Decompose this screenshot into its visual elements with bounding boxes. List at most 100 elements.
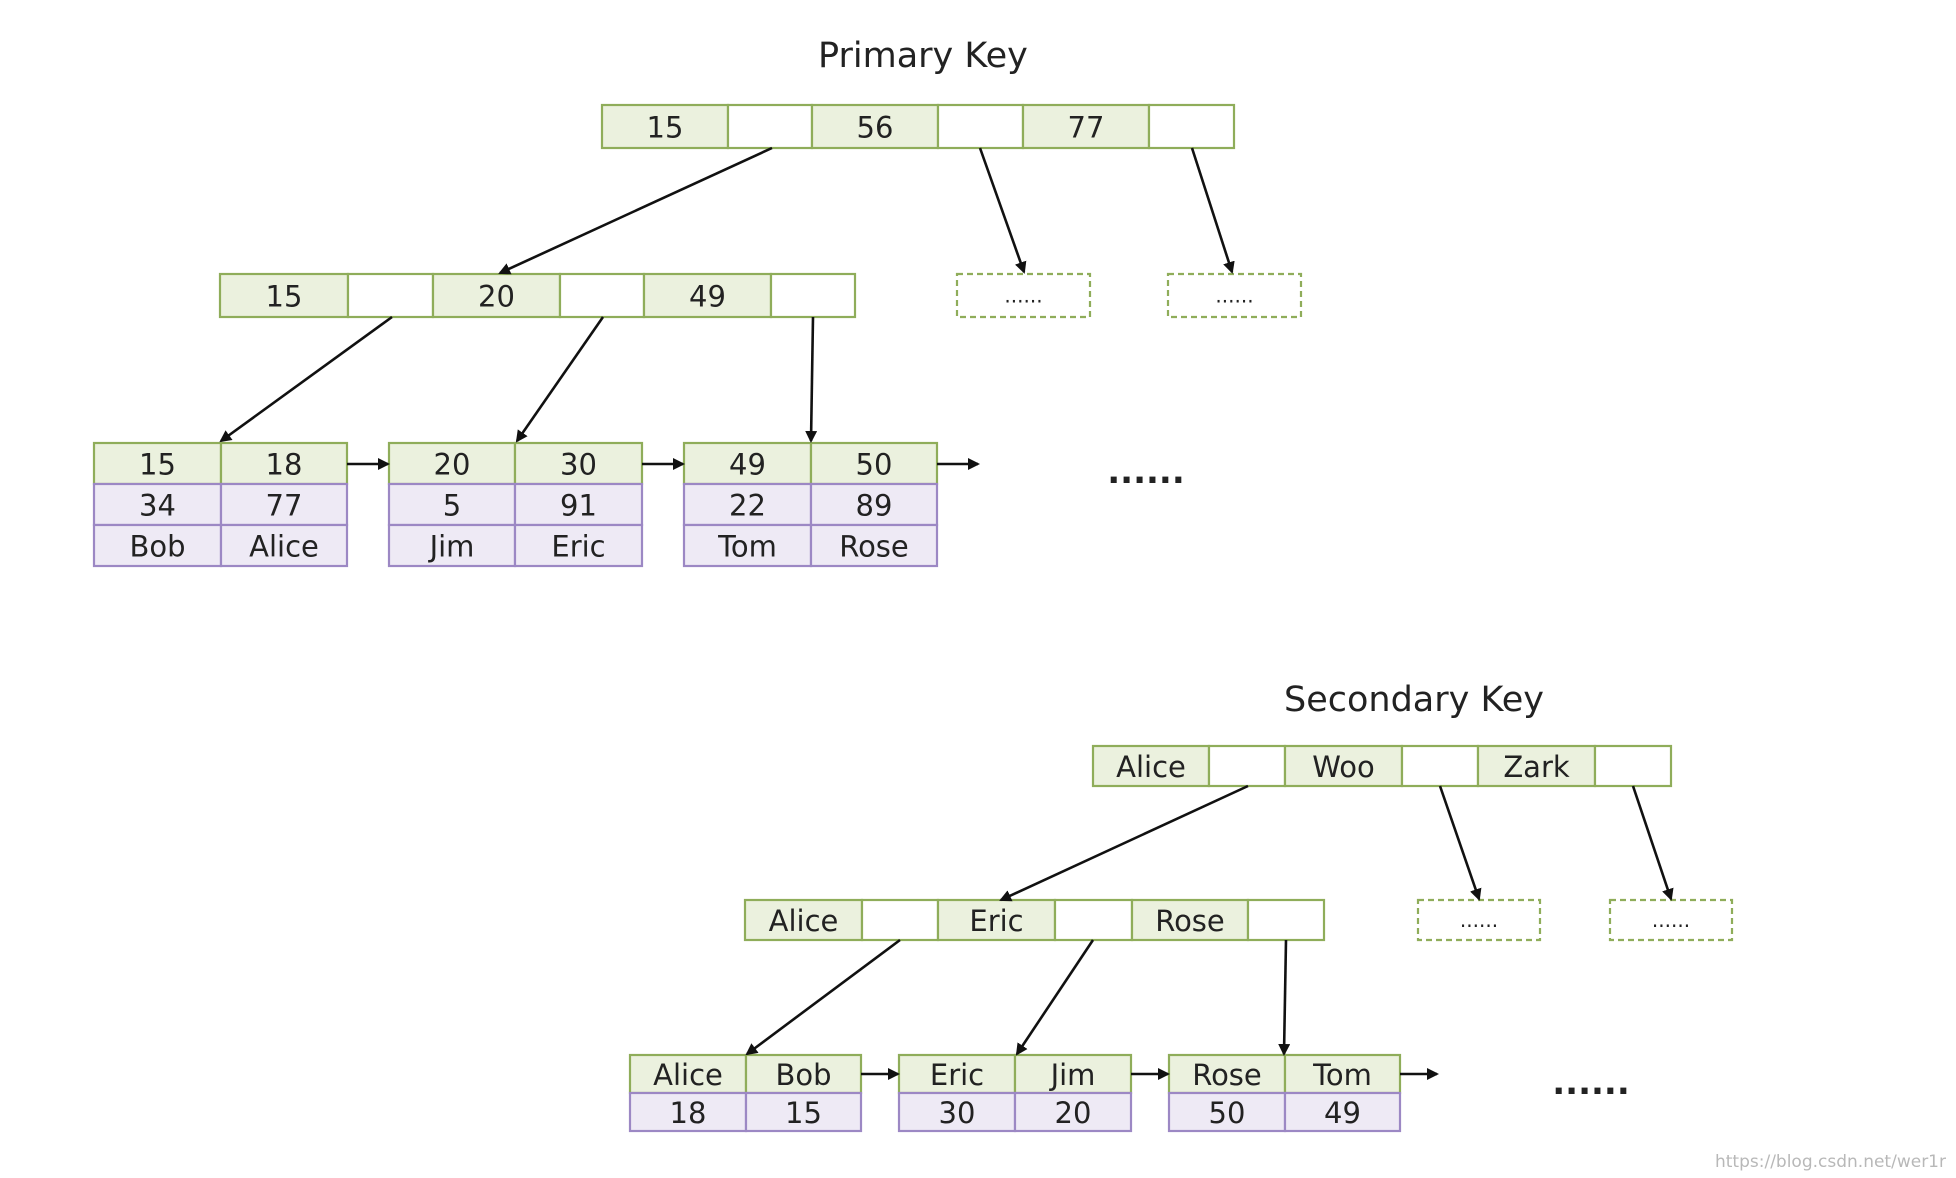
primary-internal-key: 20 bbox=[478, 280, 515, 314]
primary-leaf-value: Alice bbox=[249, 530, 319, 564]
secondary-internal-pointer-cell bbox=[1053, 898, 1134, 942]
secondary-internal-key: Alice bbox=[769, 904, 839, 938]
primary-placeholder-dots: ...... bbox=[1215, 284, 1253, 308]
secondary-root-key: Zark bbox=[1503, 750, 1570, 784]
secondary-leaf-key: Eric bbox=[930, 1058, 984, 1092]
primary-internal-key: 15 bbox=[266, 280, 303, 314]
primary-leaf-value-cell bbox=[387, 523, 517, 568]
primary-root-pointer-cell bbox=[936, 103, 1025, 150]
secondary-leaf-value-cell bbox=[897, 1091, 1017, 1133]
primary-leaf-value-cell bbox=[682, 482, 813, 527]
secondary-leaf-value-cell bbox=[628, 1091, 748, 1133]
primary-root-pointer-cell bbox=[726, 103, 814, 150]
secondary-leaf-value-cell bbox=[1013, 1091, 1133, 1133]
primary-internal-key-cell bbox=[218, 272, 350, 319]
secondary-leaf-value-cell bbox=[1283, 1091, 1402, 1133]
secondary-leaf-key: Bob bbox=[775, 1058, 831, 1092]
primary-arrow bbox=[805, 316, 818, 443]
secondary-root-key: Alice bbox=[1116, 750, 1186, 784]
secondary-leaf-key: Rose bbox=[1192, 1058, 1262, 1092]
secondary-leaf-key: Tom bbox=[1312, 1058, 1372, 1092]
secondary-root-key-cell bbox=[1283, 744, 1404, 788]
primary-leaf-key: 49 bbox=[729, 448, 766, 482]
primary-root-pointer-cell bbox=[1147, 103, 1236, 150]
primary-leaf-value: Rose bbox=[839, 530, 909, 564]
primary-leaf-value: 5 bbox=[443, 489, 461, 523]
secondary-leaf-value-cell bbox=[744, 1091, 863, 1133]
secondary-internal-pointer-cell bbox=[1246, 898, 1326, 942]
primary-leaf-key: 50 bbox=[856, 448, 893, 482]
secondary-arrow bbox=[1278, 939, 1291, 1056]
primary-leaf-value-cell bbox=[809, 523, 939, 568]
secondary-root-pointer-cell bbox=[1593, 744, 1673, 788]
secondary-leaf-value: 15 bbox=[785, 1096, 822, 1130]
primary-leaf-key-cell bbox=[92, 441, 223, 486]
primary-leaf-value: 22 bbox=[729, 489, 766, 523]
primary-root-key: 77 bbox=[1068, 111, 1105, 145]
primary-root-key-cell bbox=[600, 103, 730, 150]
primary-leaf-value: 91 bbox=[560, 489, 597, 523]
primary-leaf-value: Jim bbox=[428, 530, 475, 564]
primary-placeholder-dots: ...... bbox=[1004, 284, 1042, 308]
primary-arrow bbox=[515, 316, 605, 443]
secondary-leaf-key: Alice bbox=[653, 1058, 723, 1092]
secondary-leaf-value: 50 bbox=[1209, 1096, 1246, 1130]
secondary-root-key: Woo bbox=[1312, 750, 1374, 784]
secondary-leaf-key-cell bbox=[744, 1053, 863, 1095]
primary-more-ellipsis: ...... bbox=[1107, 452, 1185, 492]
primary-leaf-value: 89 bbox=[856, 489, 893, 523]
primary-root-key: 15 bbox=[647, 111, 684, 145]
secondary-placeholder bbox=[1608, 898, 1734, 942]
secondary-leaf-value: 49 bbox=[1324, 1096, 1361, 1130]
secondary-leaf-value: 20 bbox=[1055, 1096, 1092, 1130]
primary-internal-pointer-cell bbox=[769, 272, 857, 319]
primary-internal-key-cell bbox=[642, 272, 773, 319]
primary-internal-key-cell bbox=[431, 272, 562, 319]
secondary-leaf-key: Jim bbox=[1049, 1058, 1096, 1092]
primary-leaf-value: Bob bbox=[129, 530, 185, 564]
primary-leaf-value: Tom bbox=[717, 530, 777, 564]
primary-leaf-key: 20 bbox=[434, 448, 471, 482]
primary-leaf-value-cell bbox=[513, 523, 644, 568]
primary-leaf-key: 15 bbox=[139, 448, 176, 482]
secondary-arrow bbox=[1015, 939, 1095, 1056]
primary-leaf-value-cell bbox=[513, 482, 644, 527]
secondary-placeholder bbox=[1416, 898, 1542, 942]
primary-arrow bbox=[1190, 147, 1235, 274]
secondary-arrow bbox=[745, 938, 901, 1056]
primary-leaf-key-cell bbox=[219, 441, 349, 486]
primary-leaf-key: 18 bbox=[266, 448, 303, 482]
primary-internal-pointer-cell bbox=[346, 272, 435, 319]
secondary-leaf-value: 30 bbox=[939, 1096, 976, 1130]
primary-internal-key: 49 bbox=[689, 280, 726, 314]
secondary-leaf-key-cell bbox=[1013, 1053, 1133, 1095]
primary-arrow bbox=[219, 315, 393, 443]
primary-arrow bbox=[978, 147, 1027, 274]
secondary-key-title: Secondary Key bbox=[1284, 680, 1544, 720]
secondary-more-ellipsis: ...... bbox=[1552, 1063, 1630, 1103]
primary-leaf-value-cell bbox=[92, 523, 223, 568]
secondary-root-pointer-cell bbox=[1400, 744, 1480, 788]
primary-placeholder bbox=[955, 272, 1092, 319]
secondary-arrow bbox=[999, 784, 1249, 902]
secondary-root-key-cell bbox=[1091, 744, 1211, 788]
secondary-placeholder-dots: ...... bbox=[1460, 908, 1498, 932]
primary-internal-pointer-cell bbox=[558, 272, 646, 319]
primary-placeholder bbox=[1166, 272, 1303, 319]
secondary-placeholder-dots: ...... bbox=[1652, 908, 1690, 932]
secondary-leaf-key-cell bbox=[1167, 1053, 1287, 1095]
primary-arrow bbox=[498, 146, 773, 275]
primary-leaf-value: 77 bbox=[266, 489, 303, 523]
secondary-arrow bbox=[1438, 785, 1482, 901]
primary-root-key: 56 bbox=[857, 111, 894, 145]
secondary-root-key-cell bbox=[1476, 744, 1597, 788]
secondary-root-pointer-cell bbox=[1207, 744, 1287, 788]
secondary-internal-key: Eric bbox=[969, 904, 1023, 938]
primary-leaf-value: 34 bbox=[139, 489, 176, 523]
secondary-internal-key: Rose bbox=[1155, 904, 1225, 938]
secondary-arrow bbox=[1631, 785, 1674, 901]
secondary-internal-pointer-cell bbox=[860, 898, 940, 942]
primary-leaf-value-cell bbox=[682, 523, 813, 568]
